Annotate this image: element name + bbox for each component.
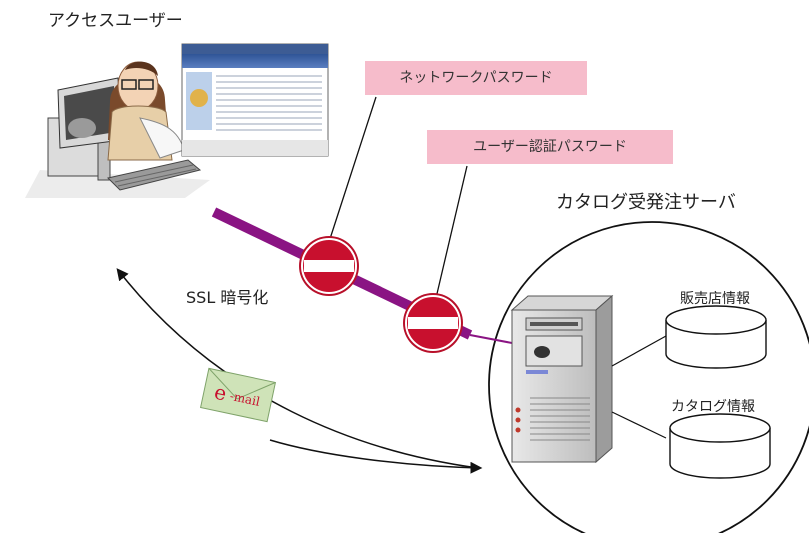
email-label: e -mail [212, 380, 262, 409]
database-label-catalog-info: カタログ情報 [671, 399, 755, 415]
svg-text:-mail: -mail [229, 389, 262, 409]
user-title: アクセスユーザー [48, 11, 183, 31]
user-avatar-icon [107, 61, 185, 161]
network-pw-callout-line [327, 96, 377, 246]
ssl-tunnel [211, 207, 513, 344]
stop-sign-icon [299, 236, 359, 296]
webpage-screenshot-thumbnail [181, 43, 329, 157]
db-connector-line [611, 335, 667, 367]
user-pw-callout-line [435, 165, 468, 299]
server-title: カタログ受発注サーバ [556, 192, 736, 213]
email-flow-arrow [116, 268, 479, 469]
email-flow-arrow-forward [269, 439, 483, 474]
network-password-label: ネットワークパスワード [365, 61, 587, 95]
server-tower-icon [510, 294, 614, 464]
user-auth-password-label: ユーザー認証パスワード [427, 130, 673, 164]
email-envelope-icon [199, 367, 277, 423]
stop-sign-icon [403, 293, 463, 353]
computer-icon [47, 77, 202, 191]
db-connector-line [611, 411, 667, 439]
database-icon [669, 413, 771, 479]
database-label-dealer-info: 販売店情報 [680, 291, 750, 307]
database-icon [665, 305, 767, 369]
svg-text:e: e [212, 380, 229, 406]
ssl-label: SSL 暗号化 [186, 288, 269, 307]
